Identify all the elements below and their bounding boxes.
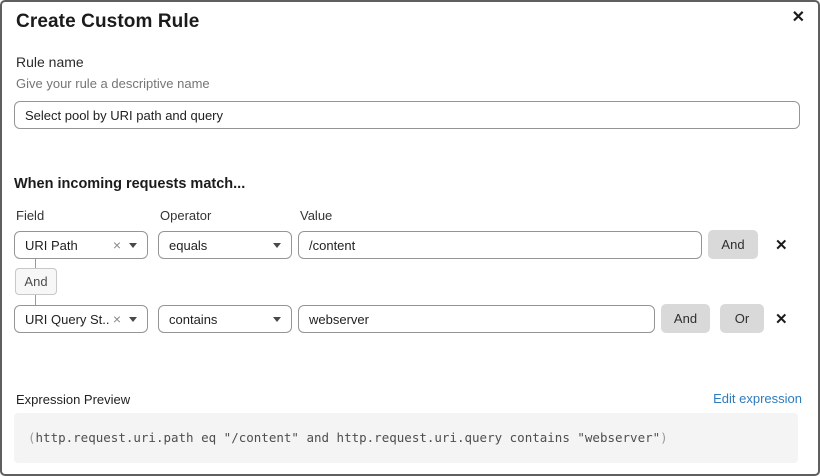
- value-column-label: Value: [300, 208, 333, 223]
- row1-field-value: URI Path: [25, 237, 78, 253]
- row2-value-input[interactable]: [298, 305, 655, 333]
- connector-and-badge: And: [15, 268, 57, 295]
- chevron-down-icon: [129, 242, 137, 248]
- row2-field-select[interactable]: URI Query St... ×: [14, 305, 148, 333]
- expression-open-paren: (: [28, 430, 36, 445]
- row1-value-input[interactable]: [298, 231, 702, 259]
- row1-and-button[interactable]: And: [708, 230, 758, 259]
- close-icon[interactable]: ✕: [791, 9, 805, 26]
- expression-preview-label: Expression Preview: [16, 392, 131, 407]
- rule-name-input[interactable]: [14, 101, 800, 129]
- chevron-down-icon: [273, 316, 281, 322]
- edit-expression-link[interactable]: Edit expression: [713, 391, 802, 406]
- rule-name-helper: Give your rule a descriptive name: [16, 76, 210, 91]
- row2-operator-value: contains: [169, 311, 218, 327]
- row2-and-button[interactable]: And: [661, 304, 710, 333]
- field-column-label: Field: [16, 208, 45, 223]
- row1-delete-icon[interactable]: ✕: [775, 237, 788, 254]
- expression-text: (http.request.uri.path eq "/content" and…: [28, 413, 668, 463]
- modal-title: Create Custom Rule: [16, 11, 200, 32]
- row2-or-button[interactable]: Or: [720, 304, 764, 333]
- row1-operator-select[interactable]: equals: [158, 231, 292, 259]
- row1-field-clear-icon[interactable]: ×: [112, 237, 121, 253]
- rule-name-label: Rule name: [16, 54, 84, 70]
- row2-field-value: URI Query St...: [25, 311, 109, 327]
- expression-body: http.request.uri.path eq "/content" and …: [35, 430, 661, 445]
- expression-code-block: (http.request.uri.path eq "/content" and…: [14, 413, 798, 463]
- operator-column-label: Operator: [160, 208, 212, 223]
- chevron-down-icon: [129, 316, 137, 322]
- row2-delete-icon[interactable]: ✕: [775, 311, 788, 328]
- row1-operator-value: equals: [169, 237, 208, 253]
- expression-close-paren: ): [660, 430, 668, 445]
- match-heading: When incoming requests match...: [14, 176, 246, 192]
- connector-line-top: [35, 259, 36, 268]
- row2-field-clear-icon[interactable]: ×: [112, 311, 121, 327]
- row1-field-select[interactable]: URI Path ×: [14, 231, 148, 259]
- row2-operator-select[interactable]: contains: [158, 305, 292, 333]
- connector-line-bottom: [35, 295, 36, 305]
- chevron-down-icon: [273, 242, 281, 248]
